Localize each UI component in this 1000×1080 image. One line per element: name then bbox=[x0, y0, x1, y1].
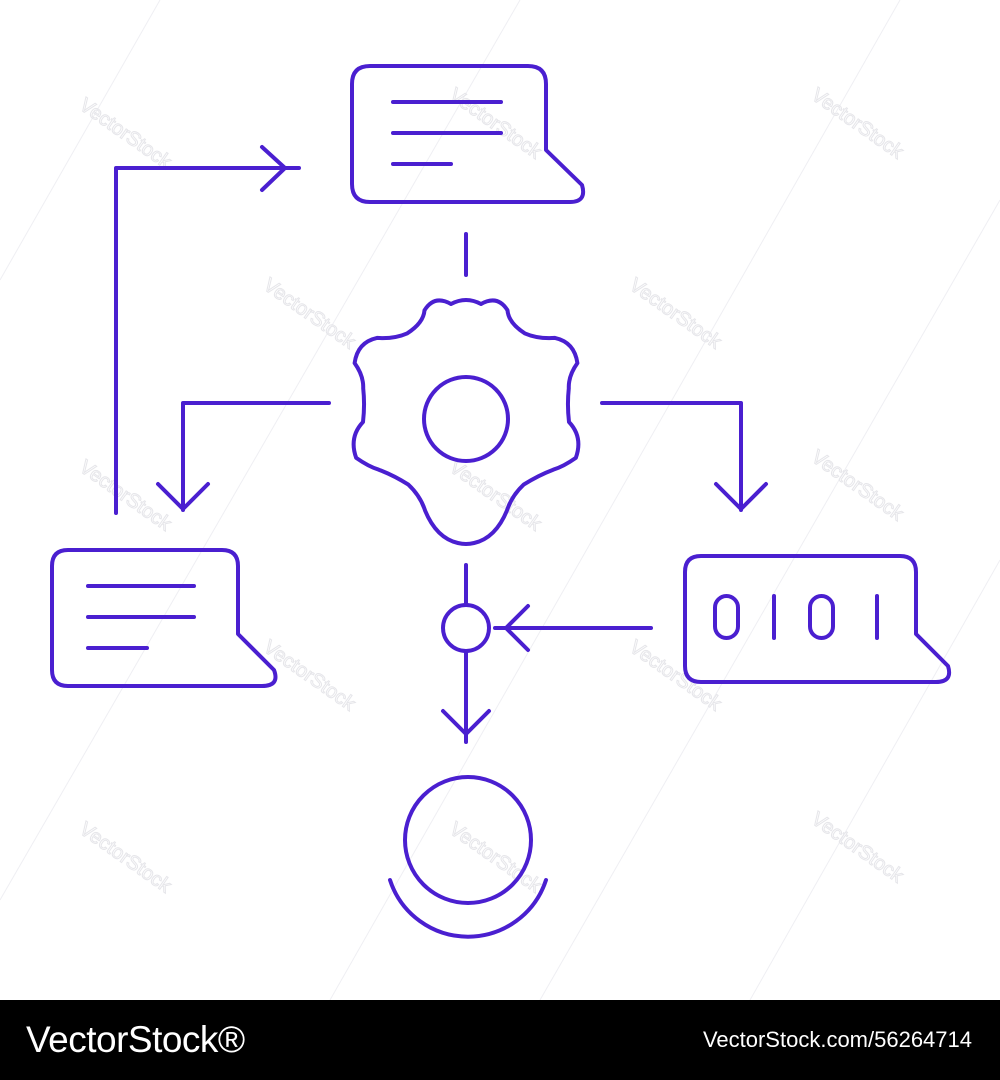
arrow-binary-to-merge bbox=[493, 604, 653, 652]
arrow-merge-to-output bbox=[441, 649, 491, 744]
flow-diagram-illustration: VectorStock VectorStock VectorStock Vect… bbox=[0, 0, 1000, 1000]
left-bubble-outline bbox=[50, 548, 278, 688]
arrowhead-left-icon bbox=[504, 604, 530, 652]
brand-logo-text: VectorStock® bbox=[26, 1019, 245, 1060]
output-user-icon bbox=[388, 775, 548, 939]
watermark-text: VectorStock bbox=[807, 84, 908, 164]
gear-hub bbox=[422, 375, 510, 463]
arrowhead-down-icon bbox=[714, 482, 768, 511]
watermark-layer: VectorStock VectorStock VectorStock Vect… bbox=[0, 0, 1000, 1000]
binary-bubble-outline bbox=[683, 554, 952, 684]
arrow-left-to-top bbox=[114, 145, 301, 515]
arrow-gear-to-binary bbox=[600, 401, 768, 512]
watermark-text: VectorStock bbox=[807, 808, 908, 888]
diagram-strokes bbox=[50, 64, 952, 939]
arrowhead-down-icon bbox=[156, 482, 210, 511]
output-circle bbox=[403, 775, 533, 905]
watermark-text: VectorStock bbox=[807, 446, 908, 526]
arrow-gear-to-left bbox=[156, 401, 331, 512]
top-message-bubble bbox=[350, 64, 586, 204]
watermark-text: VectorStock bbox=[625, 274, 726, 354]
arrowhead-right-icon bbox=[260, 145, 287, 192]
binary-digit-zero bbox=[808, 594, 835, 640]
arrowhead-down-icon bbox=[441, 709, 491, 736]
binary-digit-zero bbox=[713, 594, 740, 640]
gear-icon bbox=[351, 298, 581, 546]
watermark-text: VectorStock bbox=[625, 636, 726, 716]
watermark-text: VectorStock bbox=[445, 456, 546, 536]
watermark-text: VectorStock bbox=[75, 818, 176, 898]
watermark-text: VectorStock bbox=[75, 456, 176, 536]
binary-message-bubble bbox=[683, 554, 952, 684]
left-message-bubble bbox=[50, 548, 278, 688]
gear-outline bbox=[351, 298, 581, 546]
watermark-text: VectorStock bbox=[75, 94, 176, 174]
watermark-text: VectorStock bbox=[259, 274, 360, 354]
top-bubble-outline bbox=[350, 64, 586, 204]
image-id-text: VectorStock.com/56264714 bbox=[702, 1027, 972, 1052]
footer-bar: VectorStock® VectorStock.com/56264714 bbox=[0, 1000, 1000, 1080]
watermark-text: VectorStock bbox=[445, 84, 546, 164]
merge-node-icon bbox=[441, 603, 491, 653]
output-base-arc bbox=[388, 878, 548, 939]
